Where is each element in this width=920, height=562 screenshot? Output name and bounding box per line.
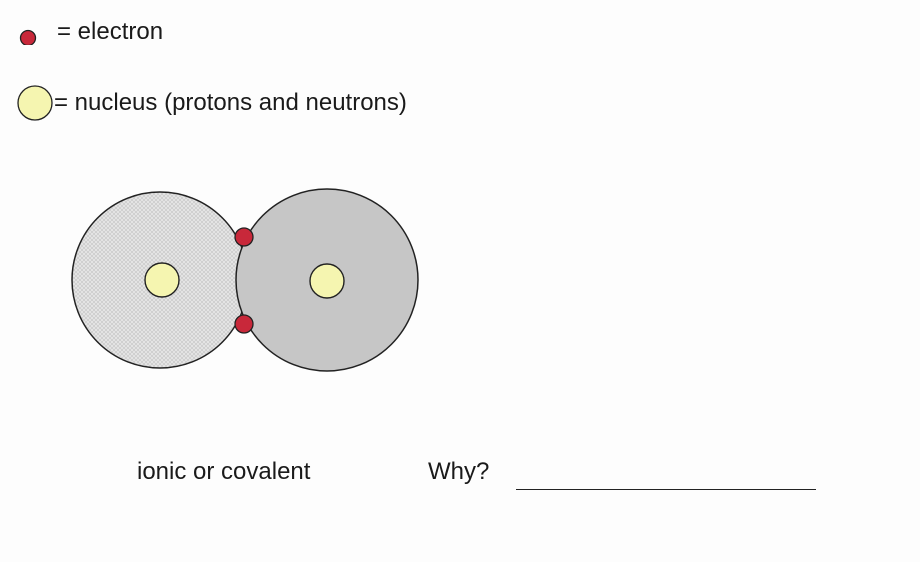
legend-nucleus: = nucleus (protons and neutrons) [16,83,407,123]
legend-electron: = electron [17,18,163,46]
nucleus-legend-label: = nucleus (protons and neutrons) [54,89,407,116]
question-why-label: Why? [428,458,490,485]
answer-blank-line[interactable] [516,489,816,490]
left-nucleus [144,262,180,298]
electron-icon [19,29,37,45]
right-nucleus [309,263,345,299]
nucleus-icon [17,85,53,121]
electron-legend-label: = electron [57,18,164,45]
shared-electron-bottom [234,314,254,334]
question-choice-text: ionic or covalent [137,458,311,485]
shared-electron-top [234,227,254,247]
